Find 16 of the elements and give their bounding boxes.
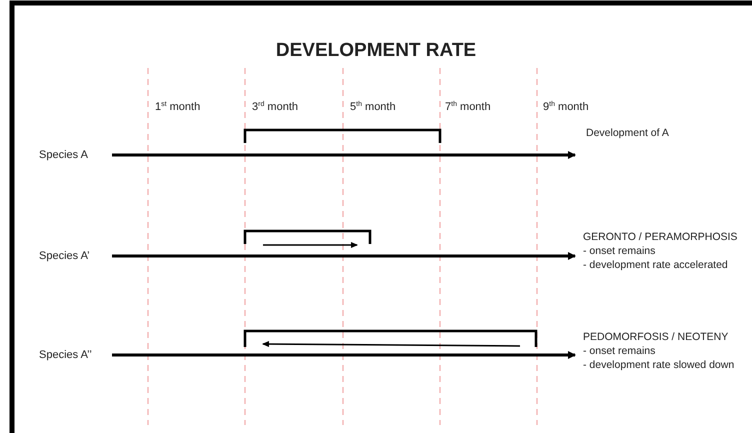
species-label: Species A’ [39,250,90,263]
description-heading: Development of A [586,127,669,140]
description-heading: PEDOMORFOSIS / NEOTENY [583,331,728,344]
month-label: 3$^{rd}$ month [252,101,298,114]
month-label: 5$^{th}$ month [350,101,396,114]
description-heading: GERONTO / PERAMORPHOSIS [583,231,738,244]
month-label: 7$^{th}$ month [445,101,491,114]
month-label: 9$^{th}$ month [543,101,589,114]
month-label: 1$^{st}$ month [155,101,200,114]
description-text: - onset remains [583,345,656,358]
description-text: - development rate accelerated [583,259,728,272]
description-text: - development rate slowed down [583,359,734,372]
diagram-title: DEVELOPMENT RATE [274,40,478,62]
species-label: Species A’’ [39,349,92,362]
species-label: Species A [39,149,88,162]
description-text: - onset remains [583,245,656,258]
